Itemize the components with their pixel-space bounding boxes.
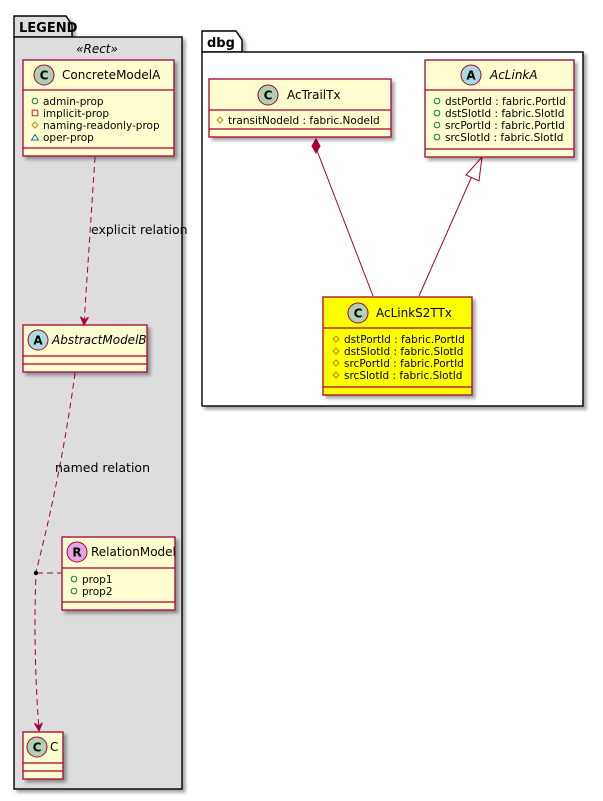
protected-visibility-icon bbox=[31, 121, 39, 129]
class-abstract-model-b[interactable]: A AbstractModelB bbox=[22, 324, 148, 373]
attribute: dstPortId : fabric.PortId bbox=[445, 96, 566, 108]
generalization-arrowhead bbox=[465, 155, 483, 182]
composition-line bbox=[315, 147, 374, 297]
package-visibility-icon bbox=[30, 133, 40, 141]
attribute: dstPortId : fabric.PortId bbox=[344, 334, 465, 346]
class-name: ConcreteModelA bbox=[62, 68, 161, 82]
class-ac-link-a[interactable]: A AcLinkA dstPortId : fabric.PortId dstS… bbox=[424, 59, 575, 158]
class-name: C bbox=[50, 740, 58, 754]
explicit-relation-line bbox=[84, 156, 96, 324]
class-name: AcTrailTx bbox=[287, 88, 341, 102]
attribute: srcSlotId : fabric.SlotId bbox=[445, 132, 563, 144]
class-badge-icon bbox=[257, 84, 279, 106]
public-visibility-icon bbox=[433, 133, 441, 141]
attribute: srcPortId : fabric.PortId bbox=[344, 358, 464, 370]
class-ac-link-s2t-tx[interactable]: C AcLinkS2TTx dstPortId : fabric.PortId … bbox=[322, 296, 473, 396]
attribute: oper-prop bbox=[43, 132, 94, 144]
dbg-package-title: dbg bbox=[207, 36, 235, 51]
class-badge-icon bbox=[26, 736, 48, 758]
protected-visibility-icon bbox=[332, 347, 340, 355]
class-badge-icon bbox=[347, 302, 369, 324]
protected-visibility-icon bbox=[332, 359, 340, 367]
class-badge-letter: A bbox=[466, 69, 476, 83]
public-visibility-icon bbox=[433, 109, 441, 117]
association-point bbox=[33, 570, 39, 576]
legend-stereotype: «Rect» bbox=[76, 42, 118, 56]
class-relation-model[interactable]: R RelationModel prop1 prop2 bbox=[61, 536, 176, 611]
relations: explicit relation named relation bbox=[33, 137, 483, 730]
class-name: AcLinkA bbox=[489, 68, 538, 82]
generalization-line bbox=[418, 175, 473, 297]
composition-diamond bbox=[311, 137, 321, 155]
attribute: srcSlotId : fabric.SlotId bbox=[344, 370, 462, 382]
public-visibility-icon bbox=[70, 587, 78, 595]
public-visibility-icon bbox=[433, 97, 441, 105]
class-ac-trail-tx[interactable]: C AcTrailTx transitNodeId : fabric.NodeI… bbox=[208, 78, 392, 138]
class-name: RelationModel bbox=[91, 545, 176, 559]
public-visibility-icon bbox=[70, 575, 78, 583]
attribute: dstSlotId : fabric.SlotId bbox=[344, 346, 463, 358]
attribute: admin-prop bbox=[43, 96, 104, 108]
class-badge-letter: C bbox=[40, 69, 49, 83]
public-visibility-icon bbox=[31, 97, 39, 105]
attribute: prop1 bbox=[82, 574, 113, 586]
protected-visibility-icon bbox=[332, 335, 340, 343]
attribute: srcPortId : fabric.PortId bbox=[445, 120, 565, 132]
class-badge-letter: A bbox=[33, 334, 43, 348]
attribute: implicit-prop bbox=[43, 108, 109, 120]
class-name: AbstractModelB bbox=[51, 333, 147, 347]
attribute: dstSlotId : fabric.SlotId bbox=[445, 108, 564, 120]
legend-package: LEGEND «Rect» bbox=[13, 15, 183, 790]
class-badge-letter: C bbox=[33, 741, 42, 755]
protected-visibility-icon bbox=[216, 116, 224, 124]
private-visibility-icon bbox=[31, 109, 39, 117]
protected-visibility-icon bbox=[332, 371, 340, 379]
named-relation-label: named relation bbox=[55, 460, 150, 475]
explicit-relation-label: explicit relation bbox=[91, 222, 188, 237]
public-visibility-icon bbox=[433, 121, 441, 129]
class-badge-letter: C bbox=[354, 307, 363, 321]
attribute: naming-readonly-prop bbox=[43, 120, 160, 132]
class-c[interactable]: C C bbox=[22, 731, 64, 780]
class-name: AcLinkS2TTx bbox=[376, 306, 452, 320]
attribute: prop2 bbox=[82, 586, 113, 598]
abstract-badge-icon bbox=[27, 329, 49, 351]
class-badge-icon bbox=[33, 64, 55, 86]
legend-package-title: LEGEND bbox=[19, 21, 78, 36]
abstract-badge-icon bbox=[460, 64, 482, 86]
attribute: transitNodeId : fabric.NodeId bbox=[228, 115, 380, 127]
relation-badge-icon bbox=[66, 541, 88, 563]
class-concrete-model-a[interactable]: C ConcreteModelA admin-prop implicit-pro… bbox=[22, 59, 175, 157]
class-badge-letter: R bbox=[72, 546, 81, 560]
class-badge-letter: C bbox=[264, 89, 273, 103]
